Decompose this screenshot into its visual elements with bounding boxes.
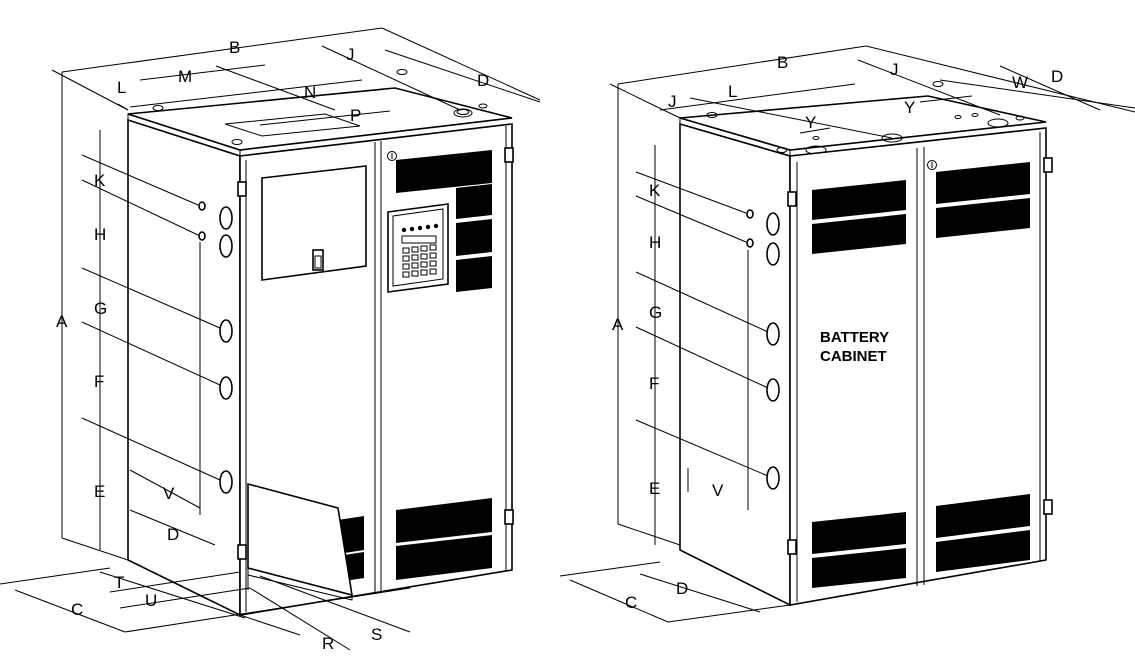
- right-label-b: B: [777, 53, 788, 72]
- right-label-j-top: J: [890, 60, 899, 79]
- left-top-access-panel: [224, 113, 361, 137]
- right-label-y-right: Y: [904, 98, 915, 117]
- left-label-j: J: [346, 45, 355, 64]
- right-label-c: C: [625, 593, 637, 612]
- left-label-a: A: [56, 312, 68, 331]
- right-label-e: E: [649, 479, 660, 498]
- left-label-m: M: [178, 67, 192, 86]
- right-label-j-left: J: [668, 92, 677, 111]
- left-dimension-labels: A B C D D E F G H J K L M N P R S T U V: [56, 38, 489, 653]
- right-label-k: K: [649, 181, 661, 200]
- right-label-h: H: [649, 233, 661, 252]
- left-door-latch: [312, 249, 324, 271]
- left-label-n: N: [304, 83, 316, 102]
- right-door-lock-icon: [927, 160, 937, 170]
- left-label-p: P: [350, 106, 361, 125]
- right-cabinet: BATTERY CABINET: [559, 45, 1135, 623]
- left-label-b: B: [229, 38, 240, 57]
- right-cabinet-side: [679, 122, 791, 607]
- left-label-v: V: [163, 484, 175, 503]
- right-label-f: F: [649, 374, 659, 393]
- left-label-r: R: [322, 634, 334, 653]
- left-label-g: G: [94, 299, 107, 318]
- left-label-k: K: [94, 171, 106, 190]
- left-label-d-top: D: [477, 71, 489, 90]
- right-label-v: V: [712, 481, 724, 500]
- left-door-lock-icon: [387, 151, 397, 161]
- keypad-indicator-leds: [401, 223, 439, 233]
- right-label-d-top: D: [1051, 67, 1063, 86]
- left-door-window: [261, 165, 367, 281]
- left-label-e: E: [94, 482, 105, 501]
- left-label-f: F: [94, 372, 104, 391]
- left-upper-vent-grille: [396, 150, 492, 292]
- right-side-knockouts: [746, 209, 780, 490]
- keypad-buttons: [402, 244, 437, 278]
- battery-cabinet-title-line2: CABINET: [820, 348, 887, 365]
- left-dimension-lines: [0, 27, 541, 651]
- right-label-a: A: [612, 315, 624, 334]
- battery-cabinet-title-line1: BATTERY: [820, 329, 889, 346]
- left-cabinet: A B C D D E F G H J K L M N P R S T U V: [0, 27, 541, 653]
- left-label-h: H: [94, 225, 106, 244]
- right-label-w: W: [1012, 73, 1028, 92]
- right-label-g: G: [649, 303, 662, 322]
- right-lower-vent-grille: [812, 494, 1030, 588]
- left-label-s: S: [371, 625, 382, 644]
- right-upper-vent-grille: [812, 162, 1030, 254]
- left-side-knockouts: [198, 201, 233, 494]
- left-label-l: L: [117, 78, 126, 97]
- left-label-t: T: [114, 573, 124, 592]
- left-label-u: U: [145, 591, 157, 610]
- left-lower-vent-grille: [338, 498, 492, 582]
- left-label-d-side: D: [167, 525, 179, 544]
- right-label-y-left: Y: [805, 113, 816, 132]
- right-dimension-lines: [559, 45, 1135, 623]
- right-label-l: L: [728, 82, 737, 101]
- left-label-c: C: [71, 600, 83, 619]
- left-cabinet-side: [127, 118, 241, 617]
- right-dimension-labels: A B C D D E F G H J J K L V W Y Y: [612, 53, 1063, 612]
- right-label-d-side: D: [676, 579, 688, 598]
